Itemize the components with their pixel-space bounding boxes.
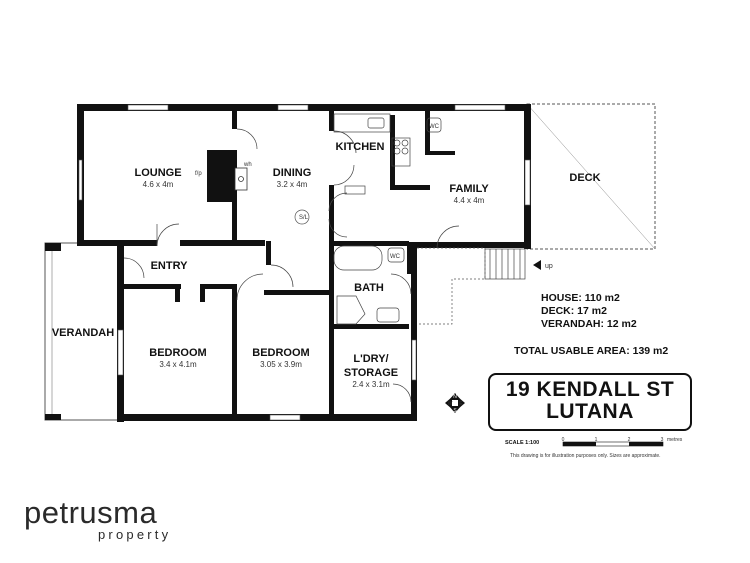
scale-tick-2: 2 bbox=[628, 437, 631, 443]
kitchen-fixtures bbox=[333, 113, 411, 195]
deck-stairs bbox=[484, 248, 541, 280]
room-laundry-dims: 2.4 x 3.1m bbox=[352, 380, 390, 389]
room-laundry-name-line2: STORAGE bbox=[344, 367, 398, 379]
scale-label: SCALE 1:100 bbox=[505, 440, 540, 446]
woodheater-label: wh bbox=[243, 162, 252, 168]
brand-logo: petrusma property bbox=[24, 495, 172, 542]
landing-outline bbox=[417, 247, 486, 325]
stairs-up-label: up bbox=[545, 263, 553, 270]
room-dining-dims: 3.2 x 4m bbox=[277, 180, 308, 189]
room-lounge-dims: 4.6 x 4m bbox=[143, 180, 174, 189]
windows bbox=[78, 104, 531, 421]
disclaimer: This drawing is for illustration purpose… bbox=[510, 453, 661, 459]
area-verandah: VERANDAH: 12 m2 bbox=[541, 318, 637, 330]
wc-fixture bbox=[426, 117, 442, 133]
scale-bar: 0 1 2 3 metres bbox=[562, 437, 683, 447]
room-lounge-name: LOUNGE bbox=[134, 167, 181, 179]
skylight-label: S/L bbox=[299, 215, 309, 221]
compass-n: N bbox=[453, 394, 457, 400]
area-total: TOTAL USABLE AREA: 139 m2 bbox=[514, 345, 669, 357]
brand-sub: property bbox=[98, 527, 172, 542]
room-bath-name: BATH bbox=[354, 282, 384, 294]
compass-e: E bbox=[459, 401, 463, 407]
wc-label-bath: WC bbox=[390, 254, 401, 260]
fireplace-label: f/p bbox=[195, 171, 202, 177]
room-family-name: FAMILY bbox=[449, 183, 489, 195]
compass-icon: N S W E bbox=[445, 393, 465, 414]
address-street: 19 KENDALL ST bbox=[505, 378, 675, 401]
scale-tick-0: 0 bbox=[562, 437, 565, 443]
bath-fixtures bbox=[333, 245, 405, 325]
scale-tick-3: 3 bbox=[661, 437, 664, 443]
address-box: 19 KENDALL ST LUTANA bbox=[488, 373, 692, 431]
room-bedroom2-name: BEDROOM bbox=[252, 347, 309, 359]
address-suburb: LUTANA bbox=[546, 400, 634, 423]
area-house: HOUSE: 110 m2 bbox=[541, 292, 620, 304]
brand-name: petrusma bbox=[24, 495, 158, 530]
wc-label-family: WC bbox=[429, 124, 440, 130]
deck-outline bbox=[526, 103, 656, 250]
room-verandah-name: VERANDAH bbox=[52, 327, 114, 339]
area-deck: DECK: 17 m2 bbox=[541, 305, 607, 317]
skylight-icon bbox=[294, 209, 310, 225]
compass-w: W bbox=[448, 401, 453, 407]
room-bedroom1-name: BEDROOM bbox=[149, 347, 206, 359]
exterior-walls bbox=[77, 104, 531, 422]
room-deck-name: DECK bbox=[569, 172, 600, 184]
scale-tick-1: 1 bbox=[595, 437, 598, 443]
door-swings bbox=[123, 128, 460, 403]
room-dining-name: DINING bbox=[273, 167, 312, 179]
compass-s: S bbox=[453, 408, 457, 414]
room-bedroom1-dims: 3.4 x 4.1m bbox=[159, 360, 197, 369]
room-laundry-name-line1: L'DRY/ bbox=[353, 353, 388, 365]
room-entry-name: ENTRY bbox=[151, 260, 189, 272]
room-bedroom2-dims: 3.05 x 3.9m bbox=[260, 360, 302, 369]
area-summary: HOUSE: 110 m2 DECK: 17 m2 VERANDAH: 12 m… bbox=[541, 292, 637, 331]
wood-heater bbox=[234, 167, 248, 191]
room-kitchen-name: KITCHEN bbox=[336, 141, 385, 153]
scale-unit: metres bbox=[667, 437, 683, 443]
room-family-dims: 4.4 x 4m bbox=[454, 196, 485, 205]
